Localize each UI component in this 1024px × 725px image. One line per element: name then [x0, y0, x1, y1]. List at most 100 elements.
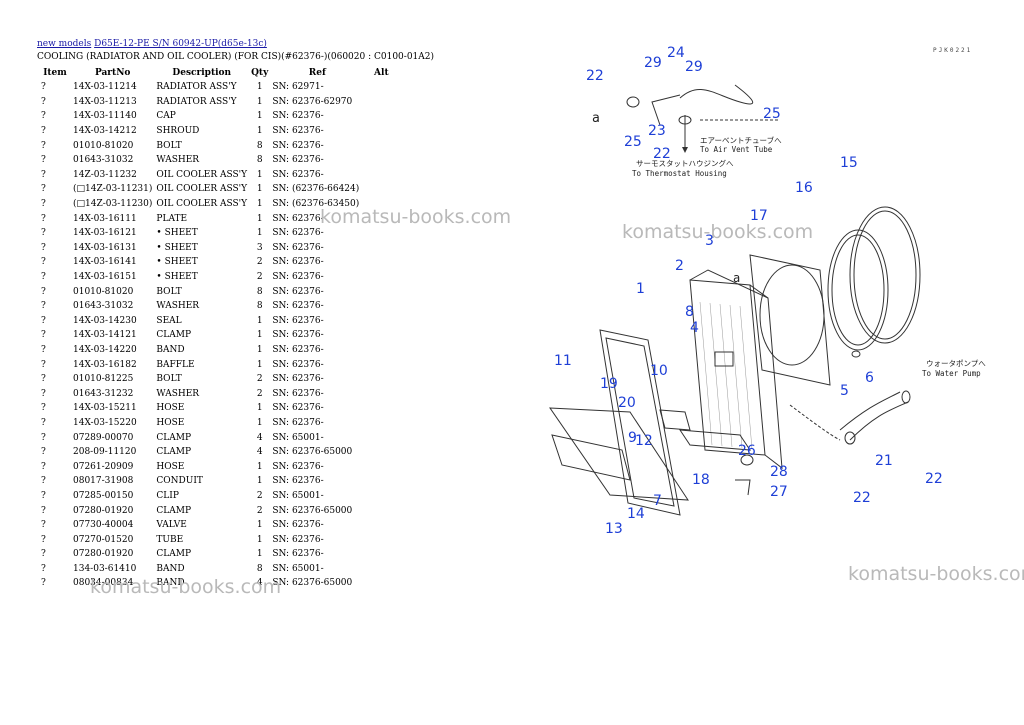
callout-8: 8	[685, 304, 694, 320]
cell-item: ?	[41, 344, 46, 355]
cell-description: HOSE	[156, 461, 185, 472]
callout-25: 25	[624, 134, 642, 150]
cell-qty: 3	[256, 242, 263, 253]
cell-item: ?	[41, 549, 46, 560]
callout-26: 26	[738, 443, 756, 459]
cell-item: ?	[41, 126, 46, 137]
note-water-pump-jp: ウォータポンプへ	[926, 359, 986, 368]
cell-description: SHROUD	[156, 126, 200, 137]
breadcrumb-link-model[interactable]: D65E-12-PE S/N 60942-UP(d65e-13c)	[94, 39, 267, 49]
cell-description: OIL COOLER ASS'Y	[156, 199, 248, 210]
cell-item: ?	[41, 461, 46, 472]
cell-ref: SN: 62376-	[272, 286, 324, 297]
cell-description: TUBE	[156, 534, 184, 545]
cell-description: BAFFLE	[156, 359, 195, 370]
cell-item: ?	[41, 505, 46, 516]
cell-partno: 07285-00150	[73, 490, 134, 501]
cell-description: PLATE	[156, 213, 188, 224]
cell-description: OIL COOLER ASS'Y	[156, 184, 248, 195]
cell-item: ?	[41, 403, 46, 414]
callout-12: 12	[635, 433, 653, 449]
cell-description: CLAMP	[156, 330, 192, 341]
cell-description: CLAMP	[156, 549, 192, 560]
cell-alt	[364, 153, 398, 168]
cell-alt	[364, 357, 398, 372]
cell-ref: SN: 62376-65000	[272, 505, 353, 516]
column-header-alt: Alt	[374, 68, 389, 78]
callout-29: 29	[685, 59, 703, 75]
cell-item: ?	[41, 388, 46, 399]
cell-partno: 14X-03-16151	[73, 272, 137, 283]
cell-qty: 1	[256, 403, 263, 414]
breadcrumb-link-new-models[interactable]: new models	[37, 39, 92, 49]
callout-24: 24	[667, 45, 685, 61]
callout-11: 11	[554, 353, 572, 369]
cell-partno: 01010-81020	[73, 140, 134, 151]
cell-qty: 1	[256, 359, 263, 370]
cell-qty: 1	[256, 534, 263, 545]
cell-ref: SN: 62376-	[272, 461, 324, 472]
cell-alt	[364, 124, 398, 139]
cell-description: SEAL	[156, 315, 182, 326]
cell-partno: 134-03-61410	[73, 563, 137, 574]
cell-description: HOSE	[156, 417, 185, 428]
cell-alt	[364, 255, 398, 270]
cell-qty: 2	[256, 505, 263, 516]
cell-description: BAND	[156, 344, 185, 355]
cell-alt	[364, 168, 398, 183]
cell-item: ?	[41, 563, 46, 574]
cell-alt	[364, 95, 398, 110]
lower-hose-shape	[839, 391, 901, 431]
cell-alt	[364, 532, 398, 547]
callout-2: 2	[675, 258, 684, 274]
cell-qty: 2	[256, 388, 263, 399]
callout-4: 4	[690, 320, 699, 336]
cell-item: ?	[41, 272, 46, 283]
watermark: komatsu-books.com	[90, 576, 282, 598]
cell-partno: 14Z-03-11232	[73, 169, 137, 180]
cell-ref: SN: 62376-	[272, 228, 324, 239]
cell-partno: 07280-01920	[73, 505, 134, 516]
cell-ref: SN: 62376-	[272, 403, 324, 414]
cell-partno: 14X-03-14220	[73, 344, 137, 355]
cell-ref: SN: 65001-	[272, 490, 324, 501]
watermark: komatsu-books.com	[622, 221, 814, 243]
cell-description: CAP	[156, 111, 176, 122]
column-header-partno: PartNo	[94, 68, 131, 78]
callout-21: 21	[875, 453, 893, 469]
note-thermostat-jp: サーモスタットハウジングへ	[636, 158, 734, 168]
cell-item: ?	[41, 476, 46, 487]
cell-partno: 01643-31032	[73, 155, 134, 166]
cell-item: ?	[41, 315, 46, 326]
cell-partno: 14X-03-16182	[73, 359, 137, 370]
cell-qty: 1	[256, 199, 263, 210]
cell-qty: 8	[256, 155, 263, 166]
cell-description: RADIATOR ASS'Y	[156, 96, 237, 107]
cell-partno: 14X-03-11140	[73, 111, 137, 122]
cell-description: BAND	[156, 563, 185, 574]
cell-description: BAND	[156, 578, 185, 589]
cell-partno: 01010-81225	[73, 374, 134, 385]
cell-alt	[364, 314, 398, 329]
callout-28: 28	[770, 464, 788, 480]
cell-item: ?	[41, 578, 46, 589]
callout-22: 22	[925, 471, 943, 487]
cell-ref: SN: 62376-	[272, 476, 324, 487]
cell-partno: 14X-03-16141	[73, 257, 137, 268]
page-code: PJK0221	[933, 47, 973, 54]
cell-qty: 1	[256, 96, 263, 107]
cell-item: ?	[41, 184, 46, 195]
note-air-vent-jp: エアーベントチューブへ	[700, 135, 782, 145]
